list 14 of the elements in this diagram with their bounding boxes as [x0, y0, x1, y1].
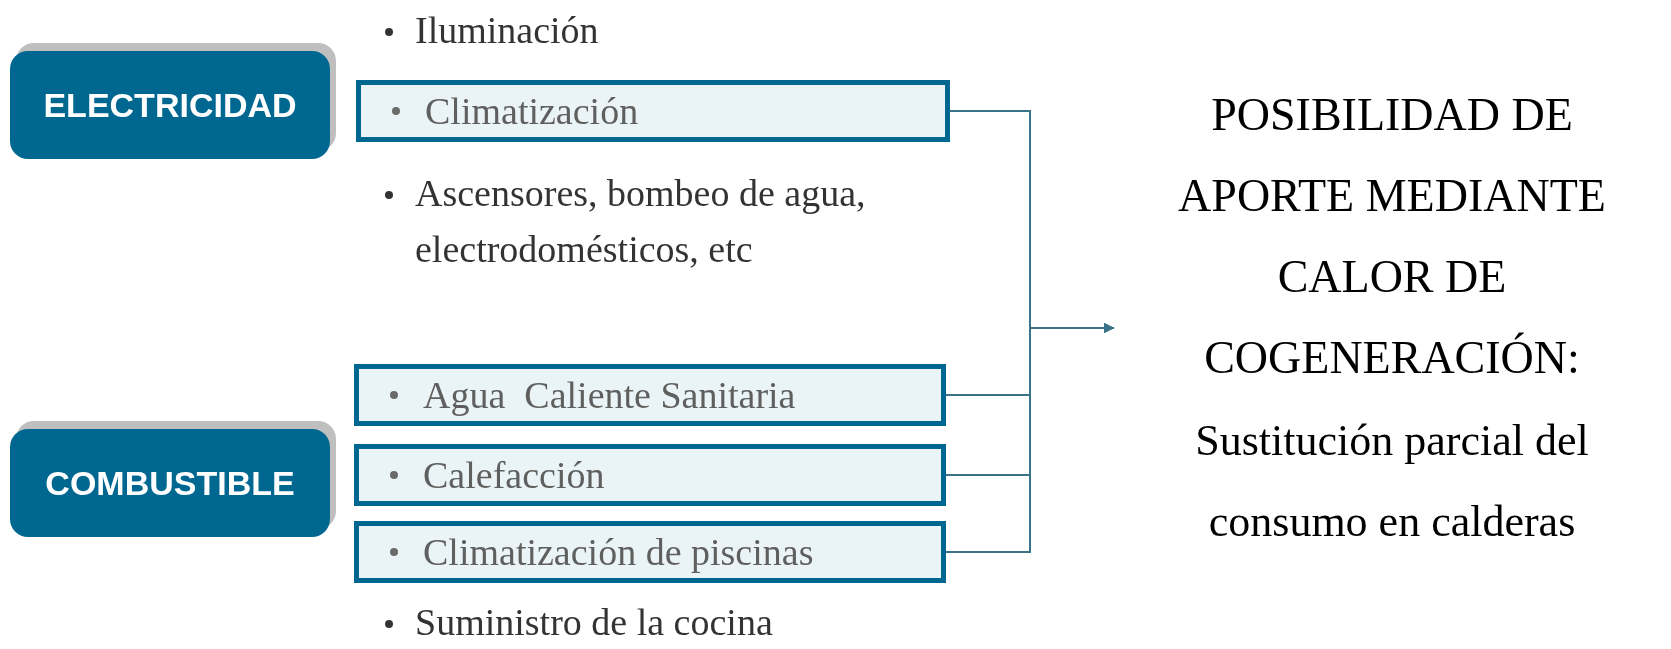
item-text: Climatización de piscinas [423, 530, 814, 574]
highlighted-item-box [356, 80, 950, 142]
result-description: Sustitución parcial del consumo en calderas [1194, 415, 1590, 548]
connector-arrow [945, 323, 1115, 553]
highlighted-item-box [354, 521, 946, 583]
item-text: Calefacción [423, 453, 605, 497]
list-item-text: Iluminación [415, 9, 599, 51]
highlighted-item-box [354, 364, 946, 426]
item-text: Climatización [425, 89, 639, 133]
result-heading: POSIBILIDAD DE APORTE MEDIANTE CALOR DE COGENERACIÓN: [1177, 88, 1607, 385]
highlighted-item-box [354, 444, 946, 506]
item-text: Agua Caliente Sanitaria [423, 373, 796, 417]
list-item-text: Suministro de la cocina [415, 601, 773, 643]
list-item-text: Ascensores, bombeo de agua, electrodomésticos, etc [415, 172, 866, 270]
